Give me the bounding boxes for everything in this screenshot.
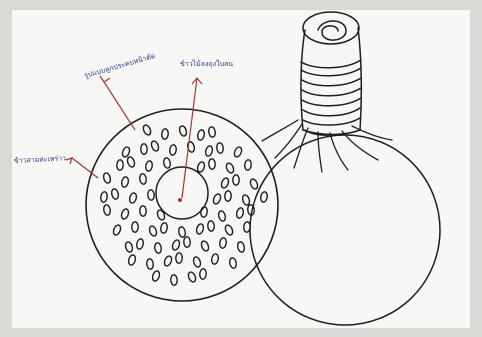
label-filling: ข้าวไม้ลงถุงใบลน: [180, 59, 233, 68]
core-marker: [178, 198, 182, 202]
